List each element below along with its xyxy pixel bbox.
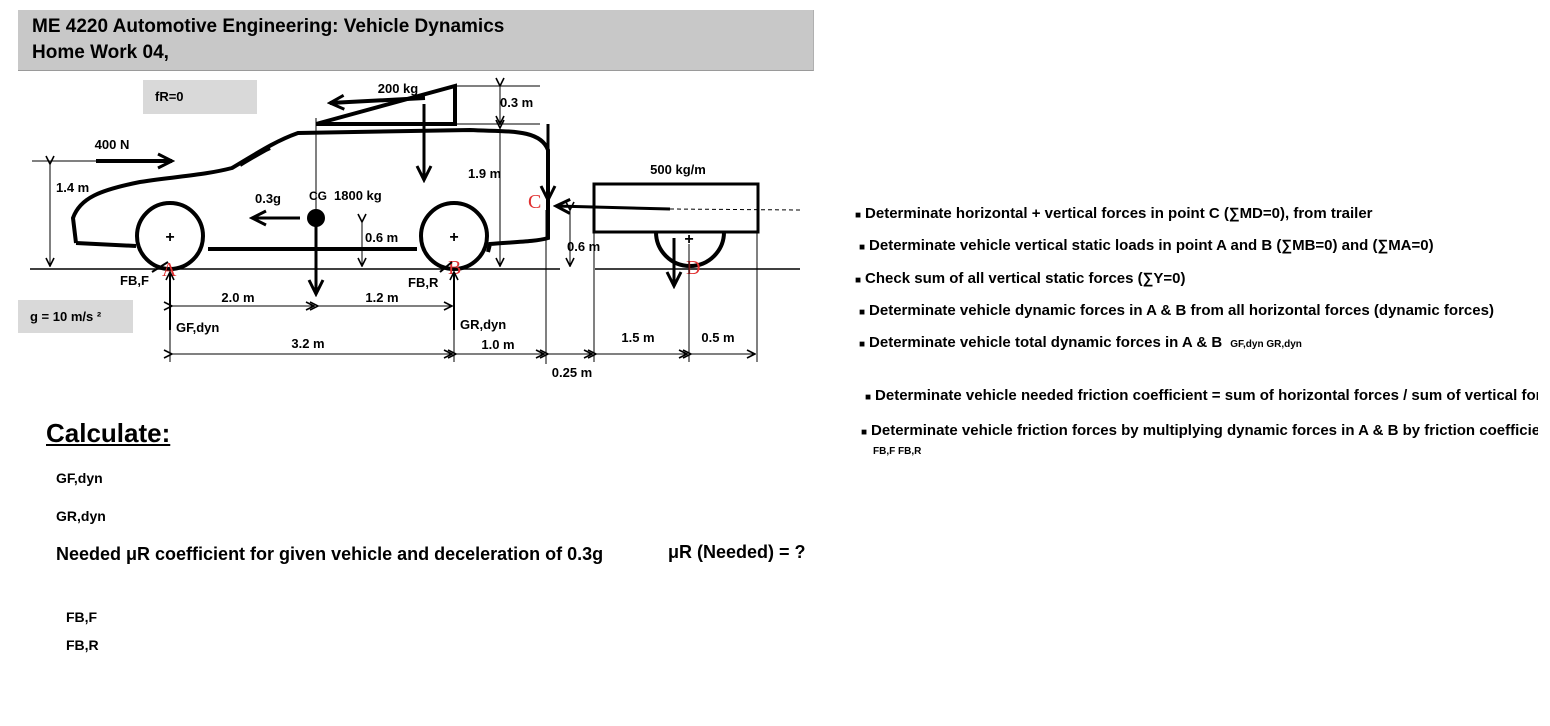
- fbf-label: FB,F: [120, 273, 149, 288]
- calc-gr-dyn: GR,dyn: [56, 508, 106, 524]
- dim-0-25-label: 0.25 m: [552, 365, 592, 380]
- point-c-label: C: [528, 191, 541, 213]
- cg-height-label: 0.6 m: [365, 230, 398, 245]
- dim-3-2-label: 3.2 m: [291, 336, 324, 351]
- dim-1-4-label: 1.4 m: [56, 180, 89, 195]
- vehicle-diagram: + + 200 kg 400 N 1.4 m 0.3g CG 1800 kg 0…: [30, 0, 801, 380]
- friction-rear-tag: fR=0: [143, 80, 257, 114]
- vehicle-mass-label: 1800 kg: [334, 188, 382, 203]
- task-friction-forces-note: FB,F FB,R: [873, 446, 922, 457]
- car-hood-detail: [238, 146, 271, 167]
- dim-0-5-label: 0.5 m: [701, 330, 734, 345]
- dim-1-9-label: 1.9 m: [468, 166, 501, 181]
- cg-label: CG: [309, 189, 327, 203]
- cg-point: [307, 209, 325, 227]
- hitch-height-label: 0.6 m: [567, 239, 600, 254]
- calc-fbf: FB,F: [66, 609, 98, 625]
- dim-1-0-label: 1.0 m: [481, 337, 514, 352]
- fbr-label: FB,R: [408, 275, 439, 290]
- course-title: ME 4220 Automotive Engineering: Vehicle …: [32, 16, 505, 37]
- dim-0-3-label: 0.3 m: [500, 95, 533, 110]
- calc-fbr: FB,R: [66, 637, 99, 653]
- task-list: ■Determinate horizontal + vertical force…: [855, 200, 1538, 490]
- hitch-horizontal-arrow: [556, 206, 671, 209]
- trailer-load-label: 500 kg/m: [650, 162, 706, 177]
- task-item: ■Determinate horizontal + vertical force…: [855, 205, 1373, 222]
- decel-label: 0.3g: [255, 191, 281, 206]
- roof-wedge: [315, 83, 457, 126]
- homework-title: Home Work 04,: [32, 42, 169, 63]
- task-item: ■Determinate vehicle dynamic forces in A…: [859, 302, 1494, 319]
- wind-force-label: 400 N: [95, 137, 130, 152]
- calc-needed-coefficient: Needed μR coefficient for given vehicle …: [56, 544, 604, 564]
- front-wheel-center-icon: +: [165, 229, 174, 246]
- rear-wheel-center-icon: +: [449, 229, 458, 246]
- task-item: ■Determinate vehicle needed friction coe…: [865, 387, 1538, 404]
- trailer-wheel-center-icon: +: [684, 231, 693, 248]
- point-d-label: D: [686, 257, 700, 279]
- car-sill-front: [75, 241, 137, 248]
- title-bar: ME 4220 Automotive Engineering: Vehicle …: [18, 10, 814, 71]
- calc-gf-dyn: GF,dyn: [56, 470, 103, 486]
- task-item: ■Determinate vehicle friction forces by …: [861, 422, 1538, 439]
- task-item: ■Check sum of all vertical static forces…: [855, 270, 1186, 287]
- gravity-tag: g = 10 m/s ²: [18, 300, 133, 333]
- dim-1-2-label: 1.2 m: [365, 290, 398, 305]
- task-total-dyn-note: GF,dyn GR,dyn: [1230, 339, 1302, 350]
- dim-2-0-label: 2.0 m: [221, 290, 254, 305]
- task-item: ■Determinate vehicle vertical static loa…: [859, 237, 1434, 254]
- trailer-axis-dashed: [669, 208, 801, 211]
- dim-1-5-label: 1.5 m: [621, 330, 654, 345]
- wedge-mass-label: 200 kg: [378, 81, 419, 96]
- calc-needed-equation: μR (Needed) = ?: [668, 542, 806, 562]
- calculate-heading: Calculate:: [46, 418, 171, 448]
- gf-dyn-label: GF,dyn: [176, 320, 219, 335]
- trailer-wheel: [654, 231, 726, 268]
- wedge-inertia-arrow: [330, 98, 426, 103]
- gr-dyn-label: GR,dyn: [460, 317, 506, 332]
- task-item: ■Determinate vehicle total dynamic force…: [859, 334, 1302, 351]
